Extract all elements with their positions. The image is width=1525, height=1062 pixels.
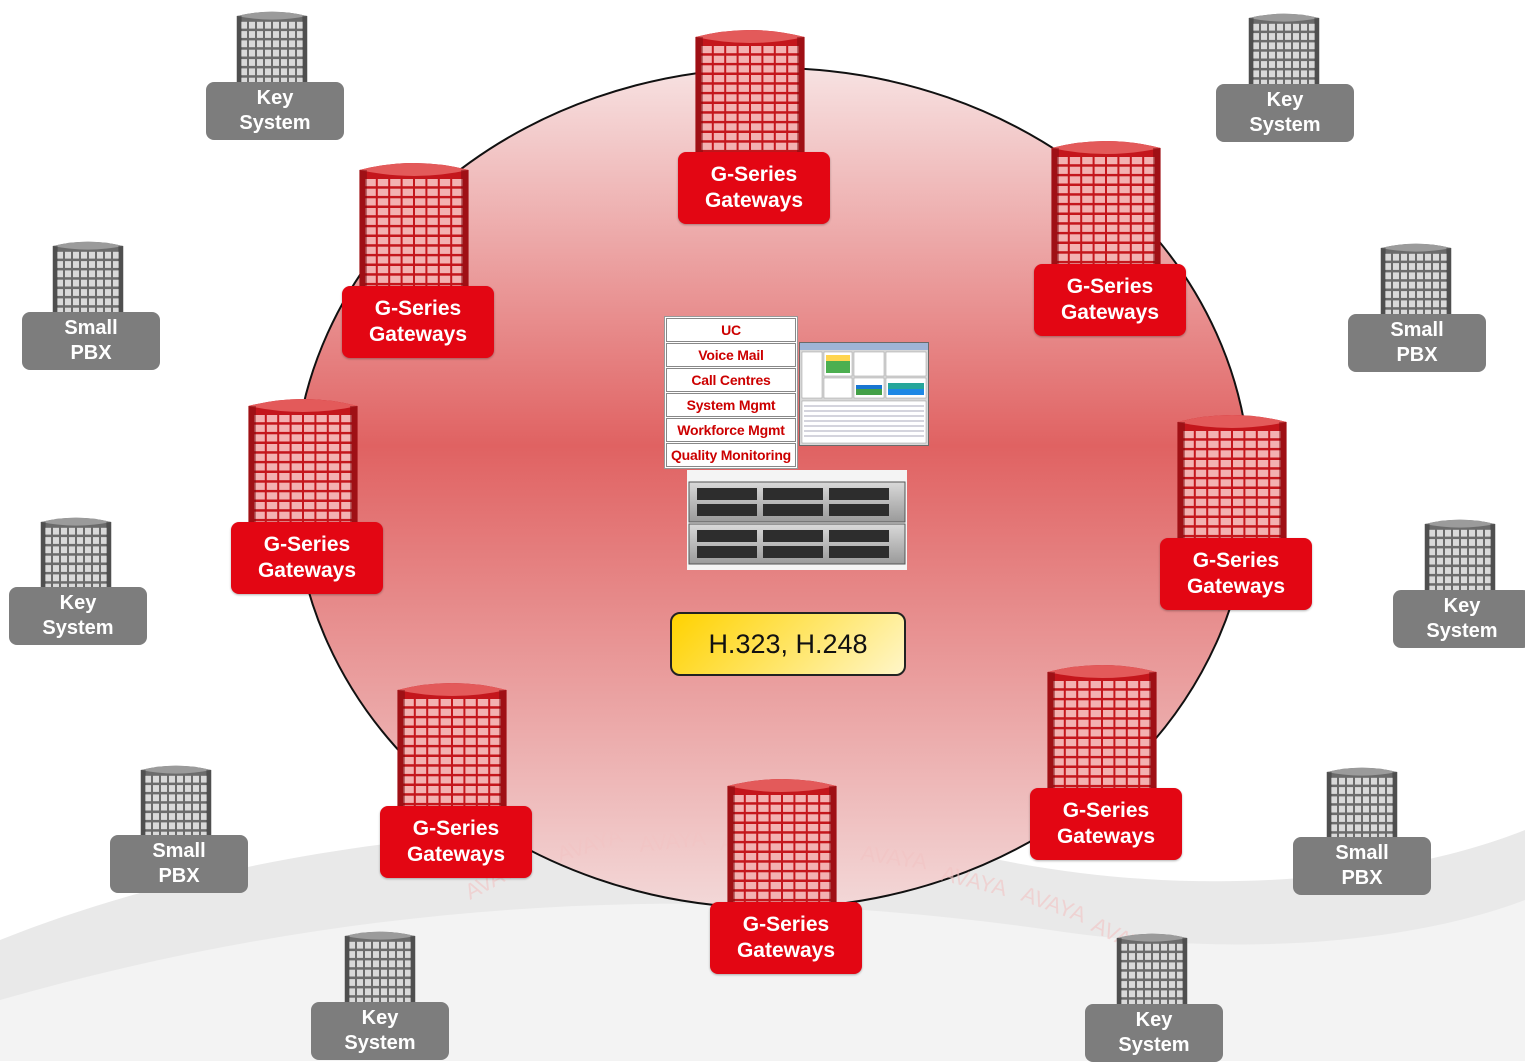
site-label-line1: Key	[1266, 89, 1304, 111]
site-label-line1: Small	[64, 317, 118, 339]
site-building-icon	[1376, 242, 1456, 322]
site-label-line2: PBX	[1341, 867, 1383, 889]
gateway-label-line2: Gateways	[406, 843, 506, 866]
gateway-building-icon	[390, 680, 514, 818]
gateway-building-icon	[688, 27, 812, 165]
gateway-label-line1: G-Series	[263, 533, 351, 556]
gateway-building-icon	[1040, 662, 1164, 800]
site-label-line1: Key	[1135, 1009, 1173, 1031]
gateway-building-icon	[1170, 412, 1294, 550]
site-label-line1: Key	[256, 87, 294, 109]
site-building-icon	[1322, 766, 1402, 846]
site-label-line1: Small	[152, 840, 206, 862]
site-label-line1: Key	[59, 592, 97, 614]
gateway-label-line2: Gateways	[368, 323, 468, 346]
gateway-label-line1: G-Series	[710, 163, 798, 186]
site-label-line1: Key	[1443, 595, 1481, 617]
site-label-line2: System	[239, 112, 311, 134]
gateway-building-icon	[241, 396, 365, 534]
gateway-building-icon	[1044, 138, 1168, 276]
site-label-line2: PBX	[158, 865, 200, 887]
site-building-icon	[1244, 12, 1324, 92]
gateway-building-icon	[720, 776, 844, 914]
service-item: Quality Monitoring	[666, 443, 796, 467]
gateway-label-line1: G-Series	[1062, 799, 1150, 822]
site-label-line1: Small	[1390, 319, 1444, 341]
gateway-label-line1: G-Series	[374, 297, 462, 320]
site-building-icon	[340, 930, 420, 1010]
site-label-line2: System	[1426, 620, 1498, 642]
service-item: Workforce Mgmt	[666, 418, 796, 442]
gateway-label-line2: Gateways	[704, 189, 804, 212]
site-label-line1: Small	[1335, 842, 1389, 864]
gateway-label-line1: G-Series	[1066, 275, 1154, 298]
gateway-label-line2: Gateways	[1056, 825, 1156, 848]
site-building-icon	[36, 516, 116, 596]
gateway-label-line2: Gateways	[1060, 301, 1160, 324]
site-building-icon	[1420, 518, 1500, 598]
service-item: System Mgmt	[666, 393, 796, 417]
site-label-line2: System	[1118, 1034, 1190, 1056]
site-label-line2: System	[1249, 114, 1321, 136]
gateway-label-line2: Gateways	[257, 559, 357, 582]
site-label-line2: PBX	[70, 342, 112, 364]
service-item: Voice Mail	[666, 343, 796, 367]
site-label-line2: System	[42, 617, 114, 639]
gateway-label-line2: Gateways	[736, 939, 836, 962]
management-screenshot	[799, 342, 929, 446]
gateway-label-line2: Gateways	[1186, 575, 1286, 598]
protocol-badge: H.323, H.248	[670, 612, 906, 676]
service-item: UC	[666, 318, 796, 342]
site-label-line2: System	[344, 1032, 416, 1054]
gateway-building-icon	[352, 160, 476, 298]
service-item: Call Centres	[666, 368, 796, 392]
site-label-line1: Key	[361, 1007, 399, 1029]
site-label-line2: PBX	[1396, 344, 1438, 366]
site-building-icon	[136, 764, 216, 844]
site-building-icon	[232, 10, 312, 90]
gateway-label-line1: G-Series	[412, 817, 500, 840]
site-building-icon	[1112, 932, 1192, 1012]
gateway-label-line1: G-Series	[742, 913, 830, 936]
gateway-label-line1: G-Series	[1192, 549, 1280, 572]
media-server	[687, 470, 907, 570]
site-building-icon	[48, 240, 128, 320]
